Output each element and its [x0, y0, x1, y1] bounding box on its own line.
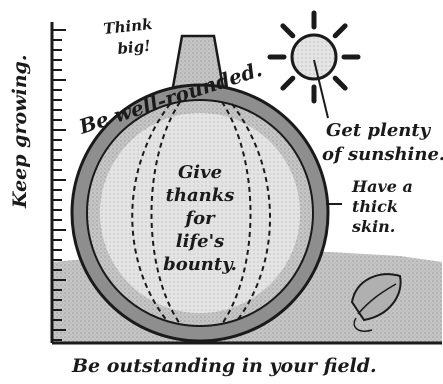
center-message-line: Give — [178, 162, 222, 183]
think-big-label: Think — [103, 15, 154, 38]
sunshine-label: Get plenty — [326, 120, 432, 141]
sun-ray — [335, 78, 345, 88]
think-big-label-2: big! — [117, 37, 152, 58]
keep-growing-label: Keep growing. — [9, 55, 31, 209]
thick-skin-label-2: thick — [352, 197, 398, 216]
sun-icon — [270, 13, 358, 101]
thick-skin-label-3: skin. — [351, 217, 395, 236]
sun-ray — [335, 26, 345, 36]
thick-skin-label: Have a — [351, 177, 413, 196]
sun-ray — [283, 26, 293, 36]
sunshine-label-2: of sunshine. — [322, 144, 443, 165]
center-message-line: for — [183, 208, 216, 229]
center-message-line: life's — [176, 231, 225, 252]
center-message-line: bounty. — [163, 254, 237, 275]
outstanding-label: Be outstanding in your field. — [71, 355, 377, 377]
center-message-line: thanks — [166, 185, 235, 206]
sun-ray — [283, 78, 293, 88]
